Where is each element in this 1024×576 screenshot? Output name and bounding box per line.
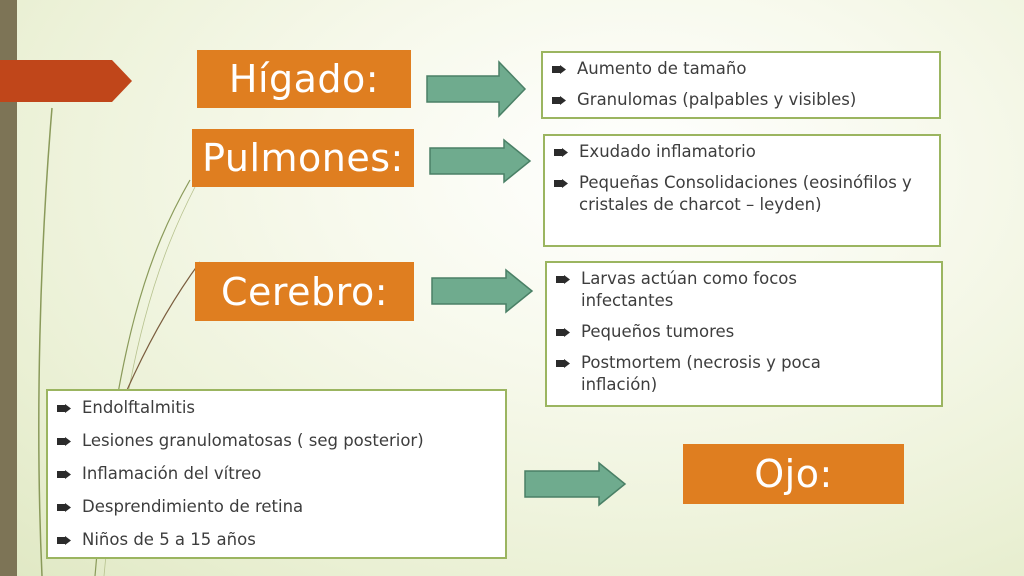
- list-item: Lesiones granulomatosas ( seg posterior): [56, 430, 497, 452]
- arrow-bullet-icon: [556, 328, 570, 337]
- title-ojo-text: Ojo:: [754, 452, 833, 496]
- arrow-bullet-icon: [57, 470, 71, 479]
- arrow-bullet-icon: [556, 359, 570, 368]
- title-ojo: Ojo:: [683, 444, 904, 504]
- arrow-bullet-icon: [554, 179, 568, 188]
- arrow-bullet-icon: [57, 503, 71, 512]
- list-item: Postmortem (necrosis y poca inflación): [555, 352, 933, 396]
- list-ojo: Endolftalmitis Lesiones granulomatosas (…: [56, 397, 497, 551]
- list-item: Pequeñas Consolidaciones (eosinófilos y …: [553, 172, 931, 216]
- title-cerebro-text: Cerebro:: [220, 269, 389, 314]
- info-box-pulmones: Exudado inflamatorio Pequeñas Consolidac…: [543, 134, 941, 247]
- right-arrow-icon: [524, 461, 627, 507]
- info-box-higado: Aumento de tamaño Granulomas (palpables …: [541, 51, 941, 119]
- right-arrow-icon: [429, 138, 532, 184]
- arrow-bullet-icon: [552, 96, 566, 105]
- list-item: Pequeños tumores: [555, 321, 933, 343]
- arrow-bullet-icon: [57, 536, 71, 545]
- arrow-bullet-icon: [57, 404, 71, 413]
- right-arrow-icon: [431, 268, 534, 314]
- list-item: Endolftalmitis: [56, 397, 497, 419]
- list-higado: Aumento de tamaño Granulomas (palpables …: [551, 58, 931, 111]
- info-box-ojo: Endolftalmitis Lesiones granulomatosas (…: [46, 389, 507, 559]
- title-higado-text: Hígado:: [228, 57, 380, 101]
- list-item: Exudado inflamatorio: [553, 141, 931, 163]
- list-item: Larvas actúan como focos infectantes: [555, 268, 933, 312]
- list-pulmones: Exudado inflamatorio Pequeñas Consolidac…: [553, 141, 931, 216]
- info-box-cerebro: Larvas actúan como focos infectantes Peq…: [545, 261, 943, 407]
- title-higado: Hígado:: [197, 50, 411, 108]
- right-arrow-icon: [426, 60, 527, 118]
- sidebar-bar: [0, 0, 17, 576]
- title-pulmones-text: Pulmones:: [202, 136, 404, 180]
- list-item: Inflamación del vítreo: [56, 463, 497, 485]
- title-pulmones: Pulmones:: [192, 129, 414, 187]
- list-item: Desprendimiento de retina: [56, 496, 497, 518]
- list-item: Granulomas (palpables y visibles): [551, 89, 931, 111]
- list-item: Aumento de tamaño: [551, 58, 931, 80]
- list-item: Niños de 5 a 15 años: [56, 529, 497, 551]
- arrow-bullet-icon: [556, 275, 570, 284]
- list-cerebro: Larvas actúan como focos infectantes Peq…: [555, 268, 933, 396]
- arrow-bullet-icon: [57, 437, 71, 446]
- arrow-bullet-icon: [554, 148, 568, 157]
- arrow-bullet-icon: [552, 65, 566, 74]
- title-cerebro: Cerebro:: [195, 262, 414, 321]
- title-flag: [0, 60, 132, 102]
